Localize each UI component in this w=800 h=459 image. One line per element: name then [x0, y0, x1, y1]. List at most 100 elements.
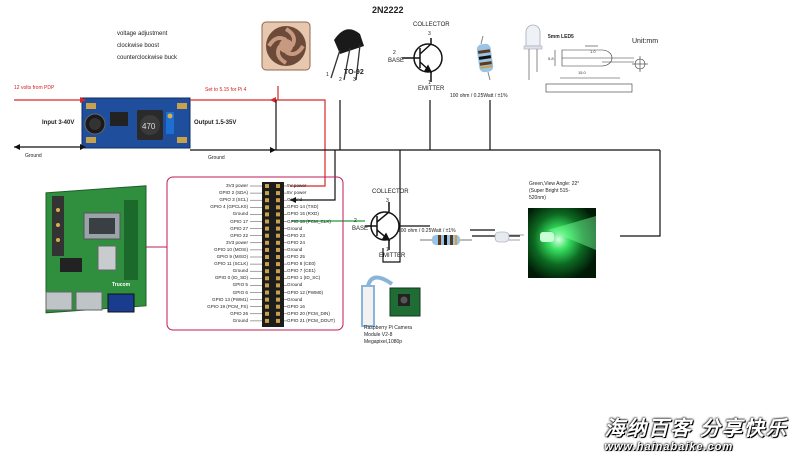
- gpio-pin: [276, 262, 280, 267]
- gpio-right-label: GPIO 25: [287, 254, 305, 259]
- ground-left-label: Ground: [25, 153, 42, 159]
- mid-collector-label: COLLECTOR: [372, 189, 409, 195]
- gpio-pin: [265, 219, 269, 224]
- transistor-symbol-top: [402, 38, 443, 82]
- to92-pin-2: 2: [339, 77, 342, 83]
- gpio-pin: [276, 318, 280, 323]
- gpio-pin: [265, 233, 269, 238]
- gpio-left-label: GPIO 17: [230, 218, 248, 224]
- gpio-right-label: GPIO 20 (PCM_DIN): [287, 310, 330, 316]
- watermark-cn: 海纳百客 分享快乐: [604, 418, 788, 440]
- gpio-left-label: 3V3 power: [226, 239, 248, 245]
- gpio-left-label: Ground: [232, 211, 248, 217]
- adj-note-2: clockwise boost: [117, 43, 160, 49]
- gpio-right-label: GPIO 16: [287, 303, 305, 309]
- gpio-pin: [265, 198, 269, 203]
- led-title: 5mm LED5: [548, 34, 574, 40]
- led-dimension-drawing: [545, 45, 648, 93]
- gpio-pin: [276, 276, 280, 281]
- gpio-pin: [265, 318, 269, 323]
- gpio-pin: [265, 311, 269, 316]
- gpio-pin: [276, 191, 280, 196]
- resistor-top-icon: [476, 35, 494, 81]
- mid-pin-c: 3: [386, 198, 389, 204]
- gpio-pin: [265, 262, 269, 267]
- gpio-left-label: GPIO 5: [232, 282, 248, 288]
- gpio-pin: [265, 226, 269, 231]
- output-range-label: Output 1.5-35V: [194, 120, 237, 126]
- gpio-pin: [265, 212, 269, 217]
- mid-pin-e: 1: [386, 247, 389, 253]
- gpio-pin: [276, 226, 280, 231]
- gpio-right-label: GPIO 15 (RXD): [287, 211, 319, 217]
- camera-caption: Raspberry Pi Camera Module V2-8 Megapixe…: [364, 325, 413, 345]
- top-pin-b: 2: [393, 50, 396, 56]
- mid-emitter-label: EMITTER: [379, 253, 406, 259]
- gpio-pin: [265, 205, 269, 210]
- led-note: Green,View Angle: 22° (Super Bright 515-…: [529, 181, 580, 201]
- gpio-right-label: Ground: [287, 197, 303, 203]
- gpio-left-label: GPIO 13 (PWM1): [212, 296, 248, 302]
- gpio-right-label: GPIO 7 (CE1): [287, 268, 316, 274]
- gpio-pin: [265, 297, 269, 302]
- mid-pin-b: 2: [354, 218, 357, 224]
- gpio-pin: [276, 297, 280, 302]
- gpio-left-label: GPIO 27: [230, 225, 248, 231]
- top-emitter-label: EMITTER: [418, 86, 445, 92]
- gpio-pin: [276, 255, 280, 259]
- to92-pin-1: 1: [326, 72, 329, 78]
- unit-label: Unit:mm: [632, 38, 659, 45]
- led-top-icon: [523, 24, 543, 80]
- raspberry-pi-board: [45, 185, 147, 314]
- wiring: [275, 86, 661, 263]
- gpio-pin: [265, 184, 269, 188]
- green-led-photo: [528, 208, 596, 278]
- gpio-pin: [265, 247, 269, 252]
- gpio-right-label: GPIO 21 (PCM_DOUT): [287, 317, 335, 323]
- gpio-pin: [276, 184, 280, 188]
- gpio-left-label: GPIO 6: [232, 289, 248, 295]
- watermark: 海纳百客 分享快乐 www.hainabaike.com: [604, 412, 788, 453]
- gpio-right-label: GPIO 1 (ID_SC): [287, 275, 321, 281]
- gpio-pin: [276, 198, 280, 203]
- set-voltage-label: Set to 5.15 for Pi 4: [205, 87, 247, 93]
- gpio-pin: [265, 290, 269, 295]
- gpio-pin: [265, 269, 269, 274]
- gpio-left-label: GPIO 4 (GPCLK0): [210, 204, 248, 210]
- gpio-left-label: GPIO 26: [230, 310, 248, 316]
- svg-text:1.0: 1.0: [590, 49, 596, 54]
- gpio-pin: [276, 205, 280, 210]
- gpio-right-label: 5V power: [287, 183, 307, 188]
- gpio-right-label: Ground: [287, 225, 303, 231]
- to92-transistor-icon: [330, 29, 364, 81]
- gpio-left-label: Ground: [232, 268, 248, 274]
- resistor-top-label: 100 ohm / 0.25Watt / ±1%: [450, 93, 508, 99]
- gpio-right-label: GPIO 18 (PCM_CLK): [287, 218, 331, 224]
- transistor-symbol-mid: [365, 202, 400, 250]
- gpio-pin: [265, 283, 269, 288]
- gpio-pin: [276, 247, 280, 252]
- input-range-label: Input 3-40V: [42, 120, 75, 126]
- gpio-right-label: GPIO 14 (TXD): [287, 204, 319, 210]
- mid-base-label: BASE: [352, 226, 369, 232]
- top-pin-e: 1: [428, 80, 431, 86]
- svg-text:15.0: 15.0: [578, 70, 587, 75]
- top-collector-label: COLLECTOR: [413, 22, 450, 28]
- gpio-pin: [276, 219, 280, 224]
- gpio-pin: [265, 240, 269, 245]
- input-12v-label: 12 volts from PDP: [14, 85, 55, 91]
- gpio-pin: [276, 233, 280, 238]
- gpio-left-label: GPIO 0 (ID_SD): [214, 275, 248, 281]
- gpio-pin: [276, 304, 280, 309]
- pi-connection-frame: [146, 176, 344, 331]
- gpio-right-label: GPIO 8 (CE0): [287, 261, 316, 267]
- top-base-label: BASE: [388, 58, 405, 64]
- gpio-pin: [276, 269, 280, 274]
- gpio-left-label: GPIO 2 (SDA): [218, 190, 248, 196]
- to92-label: TO-92: [344, 69, 364, 76]
- gpio-right-label: GPIO 24: [287, 239, 305, 245]
- buck-converter-module: [81, 97, 191, 149]
- gpio-left-label: Ground: [232, 317, 248, 323]
- gpio-left-label: GPIO 19 (PCM_FS): [207, 303, 248, 309]
